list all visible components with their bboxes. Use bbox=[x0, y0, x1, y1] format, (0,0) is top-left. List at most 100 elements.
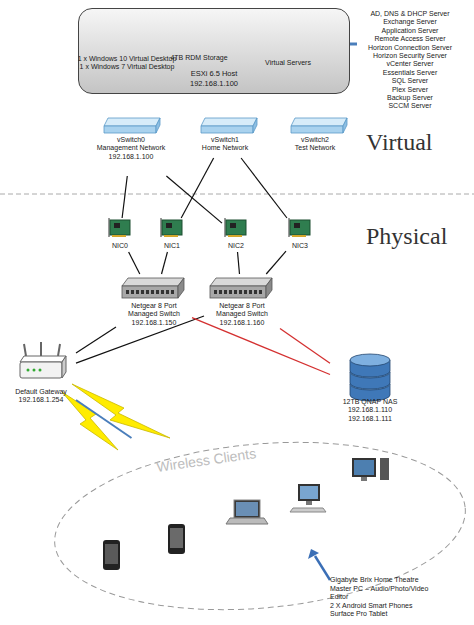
node-label: 1 x Windows 7 Virtual Desktop bbox=[80, 63, 175, 71]
router-icon bbox=[39, 369, 42, 372]
nic-card-icon bbox=[108, 218, 310, 237]
node-label: Home Network bbox=[202, 144, 248, 152]
node-label: 192.168.1.111 bbox=[348, 415, 392, 423]
server-list-item: Remote Access Server bbox=[350, 35, 470, 43]
node-label: NIC1 bbox=[164, 242, 180, 250]
zone-title: Virtual bbox=[366, 128, 466, 156]
nic-card-icon bbox=[114, 223, 120, 228]
network-link bbox=[122, 176, 127, 218]
nic-box: NIC3 bbox=[286, 218, 314, 252]
node-label: 192.168.1.100 bbox=[190, 79, 238, 89]
router-icon bbox=[20, 362, 62, 378]
server-list-item: Plex Server bbox=[350, 86, 470, 94]
router-icon bbox=[24, 344, 26, 356]
client-note: Surface Pro Tablet bbox=[330, 610, 442, 619]
client-device bbox=[170, 528, 183, 548]
server-group: Virtual Servers bbox=[229, 13, 347, 71]
switch-icon bbox=[178, 278, 184, 298]
client-device bbox=[105, 544, 118, 564]
nic-card-icon bbox=[162, 220, 182, 235]
vswitch-icon bbox=[104, 118, 347, 133]
server-list-item: AD, DNS & DHCP Server bbox=[350, 10, 470, 18]
node-label: vSwitch2 bbox=[301, 136, 329, 144]
node-label: Virtual Servers bbox=[265, 59, 311, 67]
node-label: Wireless Clients bbox=[155, 445, 257, 475]
router-icon bbox=[27, 369, 30, 372]
vswitch-box: vSwitch2Test Network bbox=[282, 116, 348, 158]
host-box: ESXi 6.5 Host192.168.1.100 1 x Windows 10… bbox=[78, 8, 350, 94]
node-label: 12TB QNAP NAS bbox=[343, 398, 398, 406]
nic-box: NIC1 bbox=[158, 218, 186, 252]
vswitch-icon bbox=[291, 118, 347, 126]
node-label: 192.168.1.160 bbox=[220, 319, 265, 327]
node-label: NIC2 bbox=[228, 242, 244, 250]
server-list-item: Application Server bbox=[350, 27, 470, 35]
node-label: Netgear 8 Port bbox=[131, 302, 177, 310]
vswitch-icon bbox=[343, 118, 347, 133]
node-label: vSwitch0 bbox=[117, 136, 145, 144]
client-device bbox=[352, 458, 376, 477]
callout-arrow bbox=[315, 556, 330, 580]
wireless-bolt bbox=[72, 384, 170, 438]
nic-card-icon bbox=[290, 220, 310, 235]
server-list-item: Horizon Security Server bbox=[350, 52, 470, 60]
nic-card-icon bbox=[110, 220, 130, 235]
node-label: Managed Switch bbox=[128, 310, 180, 318]
network-link bbox=[76, 327, 116, 353]
server-list-item: SCCM Server bbox=[350, 102, 470, 110]
ellipse-outline bbox=[48, 438, 472, 614]
router-icon bbox=[20, 342, 66, 378]
node-label: NIC3 bbox=[292, 242, 308, 250]
vswitch-icon bbox=[201, 118, 257, 126]
server-list-item: Exchange Server bbox=[350, 18, 470, 26]
switch-icon bbox=[214, 290, 262, 294]
network-link bbox=[192, 318, 330, 375]
switch-icon bbox=[210, 278, 272, 286]
client-device bbox=[236, 502, 258, 516]
network-link bbox=[129, 252, 140, 274]
nic-card-icon bbox=[294, 223, 300, 228]
network-link bbox=[162, 252, 168, 274]
label-group: Physical bbox=[366, 222, 466, 250]
node-label: 192.168.1.100 bbox=[109, 153, 154, 161]
network-link bbox=[280, 328, 330, 363]
gateway-box: Default Gateway192.168.1.254 bbox=[6, 346, 76, 406]
switch-icon bbox=[122, 286, 178, 298]
nas-icon bbox=[350, 354, 390, 366]
vswitch-icon bbox=[201, 126, 253, 133]
callout-arrow bbox=[308, 549, 330, 580]
label-group: Virtual bbox=[366, 128, 466, 156]
client-device bbox=[103, 540, 120, 570]
server-list-item: vCenter Server bbox=[350, 60, 470, 68]
node-label: 192.168.1.150 bbox=[132, 319, 177, 327]
node-label: ESXi 6.5 Host bbox=[191, 69, 238, 79]
wireless-bolt bbox=[62, 384, 170, 450]
nas-box: 12TB QNAP NAS192.168.1.110192.168.1.111 bbox=[330, 356, 410, 426]
switch-box: Netgear 8 PortManaged Switch192.168.1.15… bbox=[116, 274, 192, 330]
router-icon bbox=[58, 344, 60, 356]
storage-box: 4TB RDM Storage bbox=[171, 15, 227, 67]
node-label: NIC0 bbox=[112, 242, 128, 250]
node-label: 192.168.1.110 bbox=[348, 406, 392, 414]
server-list-item: SQL Server bbox=[350, 77, 470, 85]
node-label: Default Gateway bbox=[15, 388, 67, 396]
client-device bbox=[354, 460, 374, 475]
server-list-item: Essentials Server bbox=[350, 69, 470, 77]
network-link bbox=[166, 176, 222, 223]
server-list-item: Backup Server bbox=[350, 94, 470, 102]
desktop-group: 1 x Windows 10 Virtual Desktop1 x Window… bbox=[85, 17, 169, 73]
network-link bbox=[76, 316, 204, 363]
node-label: 4TB RDM Storage bbox=[170, 54, 227, 62]
nic-box: NIC0 bbox=[106, 218, 134, 252]
vswitch-icon bbox=[104, 126, 156, 133]
network-link bbox=[238, 252, 240, 274]
client-device bbox=[234, 500, 260, 518]
client-device bbox=[226, 518, 268, 524]
label-group: AD, DNS & DHCP ServerExchange ServerAppl… bbox=[350, 10, 470, 111]
client-device bbox=[298, 484, 320, 501]
client-device bbox=[380, 458, 389, 480]
node-label: Management Network bbox=[97, 144, 165, 152]
